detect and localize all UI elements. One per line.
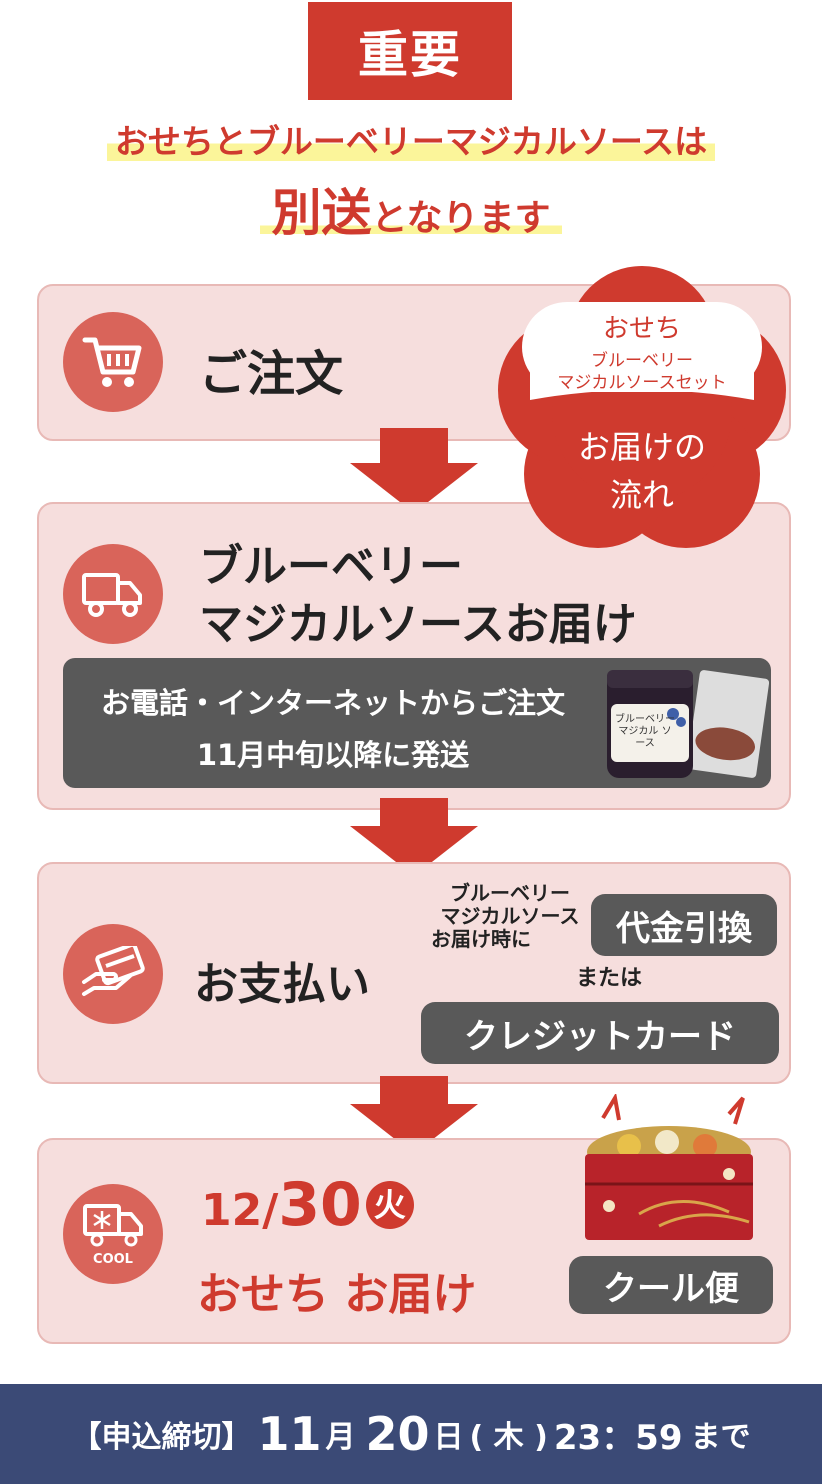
deadline-until: まで bbox=[690, 1420, 751, 1455]
jar-label: ブルーベリー マジカル ソース bbox=[615, 714, 675, 749]
flower-label-osechi: おせち bbox=[602, 314, 681, 344]
flower-label-flow2: 流れ bbox=[609, 476, 674, 514]
cart-icon bbox=[63, 312, 163, 412]
step-sauce-title-line1: ブルーベリー bbox=[199, 541, 463, 592]
payment-note: ブルーベリー マジカルソース お届け時に bbox=[425, 882, 595, 951]
step-payment-panel: お支払い ブルーベリー マジカルソース お届け時に 代金引換 または クレジット… bbox=[37, 862, 791, 1084]
deadline-weekday: ( 木 ) bbox=[469, 1420, 548, 1455]
credit-card-pill: クレジットカード bbox=[421, 1002, 779, 1064]
deadline-month: 11 bbox=[257, 1407, 322, 1461]
cool-truck-icon: COOL bbox=[63, 1184, 163, 1284]
flower-label-flow1: お届けの bbox=[577, 428, 706, 466]
headline-line2-wrap: 別送となります bbox=[259, 184, 563, 242]
jubako-image bbox=[579, 1092, 759, 1244]
payment-or: または bbox=[575, 966, 642, 991]
sauce-info-line2: 11月中旬以降に発送 bbox=[196, 738, 470, 772]
step-payment-title: お支払い bbox=[194, 959, 370, 1010]
headline-emphasis: 別送 bbox=[271, 184, 372, 242]
flower-label-blueberry: ブルーベリー bbox=[591, 351, 693, 371]
payment-note-line2: マジカルソース bbox=[440, 904, 580, 928]
step-sauce-panel: ブルーベリー マジカルソースお届け お電話・インターネットからご注文 11月中旬… bbox=[37, 502, 791, 810]
truck-icon bbox=[63, 544, 163, 644]
sauce-product-image: ブルーベリー マジカル ソース bbox=[603, 666, 770, 784]
plum-flower-shape bbox=[498, 266, 786, 548]
headline-line2: 別送となります bbox=[0, 178, 822, 260]
deadline-time: 23：59 bbox=[553, 1417, 683, 1458]
deadline-banner: 【申込締切】 11 月 20 日 ( 木 ) 23：59 まで bbox=[0, 1384, 822, 1484]
cool-delivery-pill: クール便 bbox=[569, 1256, 773, 1314]
headline-rest: となります bbox=[371, 198, 551, 239]
delivery-flow-badge: おせち ブルーベリー マジカルソースセット お届けの 流れ bbox=[492, 262, 792, 562]
flower-label-set: マジカルソースセット bbox=[557, 373, 727, 393]
card-hand-icon bbox=[63, 924, 163, 1024]
sauce-info-box: お電話・インターネットからご注文 11月中旬以降に発送 ブルーベリー マジカル … bbox=[63, 658, 771, 788]
sauce-info-line1: お電話・インターネットからご注文 bbox=[100, 686, 565, 720]
step-sauce-title-line2: マジカルソースお届け bbox=[199, 599, 637, 650]
osechi-weekday: 火 bbox=[365, 1181, 414, 1230]
important-badge: 重要 bbox=[308, 2, 512, 100]
deadline-day: 20 bbox=[365, 1407, 430, 1461]
cool-label: COOL bbox=[93, 1251, 133, 1267]
cod-pill: 代金引換 bbox=[591, 894, 777, 956]
osechi-date-a: 12/ bbox=[201, 1185, 279, 1236]
deadline-label: 【申込締切】 bbox=[71, 1420, 252, 1455]
headline-line1-text: おせちとブルーベリーマジカルソースは bbox=[106, 122, 716, 161]
payment-note-line3: お届け時に bbox=[431, 927, 531, 951]
step-order-title: ご注文 bbox=[199, 346, 344, 402]
osechi-line2: おせち お届け bbox=[197, 1269, 477, 1320]
headline-line1: おせちとブルーベリーマジカルソースは bbox=[0, 118, 822, 166]
deadline-month-unit: 月 bbox=[325, 1420, 356, 1455]
deadline-day-unit: 日 bbox=[433, 1420, 464, 1455]
payment-note-line1: ブルーベリー bbox=[450, 881, 570, 905]
osechi-date-b: 30 bbox=[278, 1170, 362, 1240]
